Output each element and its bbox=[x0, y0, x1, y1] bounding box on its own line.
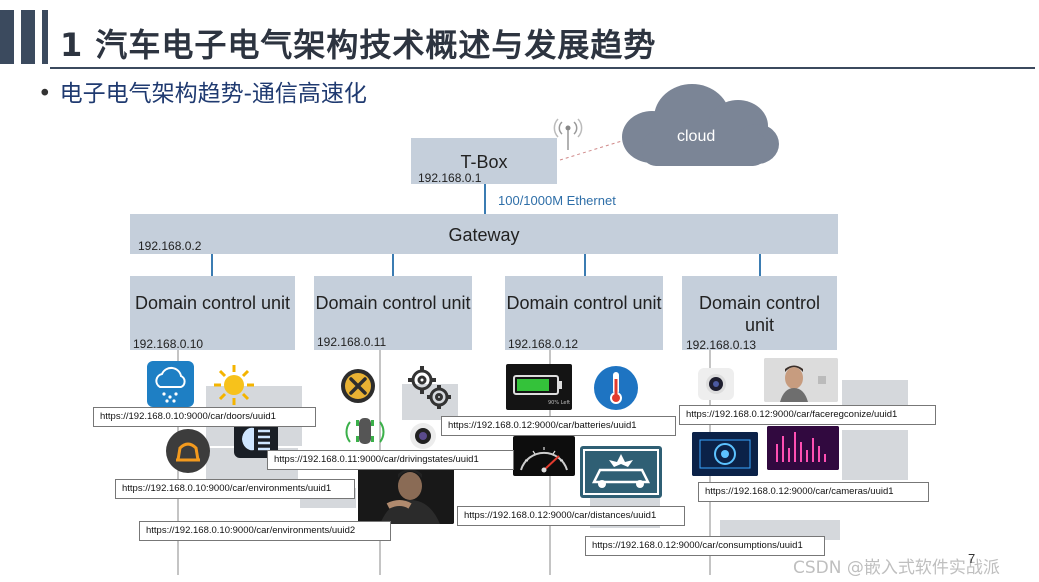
header-divider bbox=[50, 67, 1035, 69]
gateway-domain-link bbox=[211, 254, 213, 276]
header-accent-bar bbox=[21, 10, 35, 64]
tbox-ip: 192.168.0.1 bbox=[418, 171, 482, 185]
url-label: https://192.168.0.10:9000/car/environmen… bbox=[115, 479, 355, 499]
url-label: https://192.168.0.12:9000/car/faceregcon… bbox=[679, 405, 936, 425]
cloud-label: cloud bbox=[677, 128, 716, 145]
domain-ip-2: 192.168.0.11 bbox=[317, 335, 387, 349]
watermark: CSDN @嵌入式软件实战派 bbox=[793, 558, 1000, 578]
url-label: https://192.168.0.12:9000/car/distances/… bbox=[457, 506, 685, 526]
face-photo bbox=[764, 358, 838, 402]
domain-label-2: Domain control unit bbox=[315, 293, 471, 313]
domain-node-1 bbox=[130, 276, 295, 350]
domain-ip-3: 192.168.0.12 bbox=[508, 337, 579, 351]
antenna-icon bbox=[553, 118, 583, 150]
bullet: • bbox=[38, 81, 52, 107]
url-label: https://192.168.0.12:9000/car/cameras/uu… bbox=[698, 482, 929, 502]
ethernet-label: 100/1000M Ethernet bbox=[498, 193, 616, 208]
blue-camera-icon bbox=[692, 432, 758, 476]
domain-label-4: Domain control unit bbox=[698, 293, 821, 335]
tile-shadow bbox=[842, 430, 908, 480]
slide-title: 1 汽车电子电气架构技术概述与发展趋势 bbox=[60, 26, 657, 64]
tbox-cloud-link bbox=[559, 139, 626, 161]
url-label: https://192.168.0.12:9000/car/consumptio… bbox=[585, 536, 825, 556]
driver-photo bbox=[358, 462, 454, 524]
domain-node-3 bbox=[505, 276, 663, 350]
svg-text:90% Left: 90% Left bbox=[548, 400, 570, 406]
gateway-node bbox=[130, 214, 838, 254]
subtitle-text: 电子电气架构趋势-通信高速化 bbox=[59, 81, 367, 107]
gateway-label: Gateway bbox=[448, 225, 520, 245]
webcam-icon bbox=[692, 366, 740, 402]
camera-lens-icon bbox=[405, 420, 441, 452]
snow-cloud-icon bbox=[147, 361, 194, 407]
domain-ip-1: 192.168.0.10 bbox=[133, 337, 204, 351]
thermometer-icon bbox=[593, 365, 639, 411]
header-accent-bar bbox=[0, 10, 14, 64]
domain-node-4 bbox=[682, 276, 837, 350]
battery-icon: 90% Left bbox=[506, 364, 572, 410]
cloud-shape bbox=[622, 84, 779, 166]
tire-pressure-car-icon bbox=[342, 410, 388, 454]
gateway-domain-link bbox=[759, 254, 761, 276]
gateway-ip: 192.168.0.2 bbox=[138, 239, 202, 253]
gears-icon bbox=[402, 362, 454, 412]
tile-shadow bbox=[842, 380, 908, 406]
slide-subtitle: • 电子电气架构趋势-通信高速化 bbox=[38, 74, 367, 108]
tile-shadow bbox=[720, 520, 840, 540]
tbox-label: T-Box bbox=[460, 152, 508, 172]
gateway-domain-link bbox=[392, 254, 394, 276]
sun-icon bbox=[210, 362, 258, 408]
page-number: 7 bbox=[968, 551, 976, 566]
url-label: https://192.168.0.10:9000/car/doors/uuid… bbox=[93, 407, 316, 427]
domain-label-1: Domain control unit bbox=[134, 293, 291, 313]
wrench-icon bbox=[335, 367, 381, 405]
tile-shadow bbox=[402, 384, 458, 420]
domain-ip-4: 192.168.0.13 bbox=[686, 338, 757, 352]
collision-warning-icon bbox=[580, 446, 662, 498]
ethernet-link bbox=[484, 184, 486, 214]
door-open-car-icon bbox=[164, 428, 212, 474]
header-accent-bar bbox=[42, 10, 48, 64]
domain-label-3: Domain control unit bbox=[506, 293, 662, 313]
url-label: https://192.168.0.11:9000/car/drivingsta… bbox=[267, 450, 514, 470]
url-label: https://192.168.0.12:9000/car/batteries/… bbox=[441, 416, 676, 436]
url-label: https://192.168.0.10:9000/car/environmen… bbox=[139, 521, 391, 541]
speedometer-icon bbox=[513, 436, 575, 476]
pink-lights-icon bbox=[767, 426, 839, 470]
tbox-node bbox=[411, 138, 557, 184]
domain-node-2 bbox=[314, 276, 472, 350]
gateway-domain-link bbox=[584, 254, 586, 276]
